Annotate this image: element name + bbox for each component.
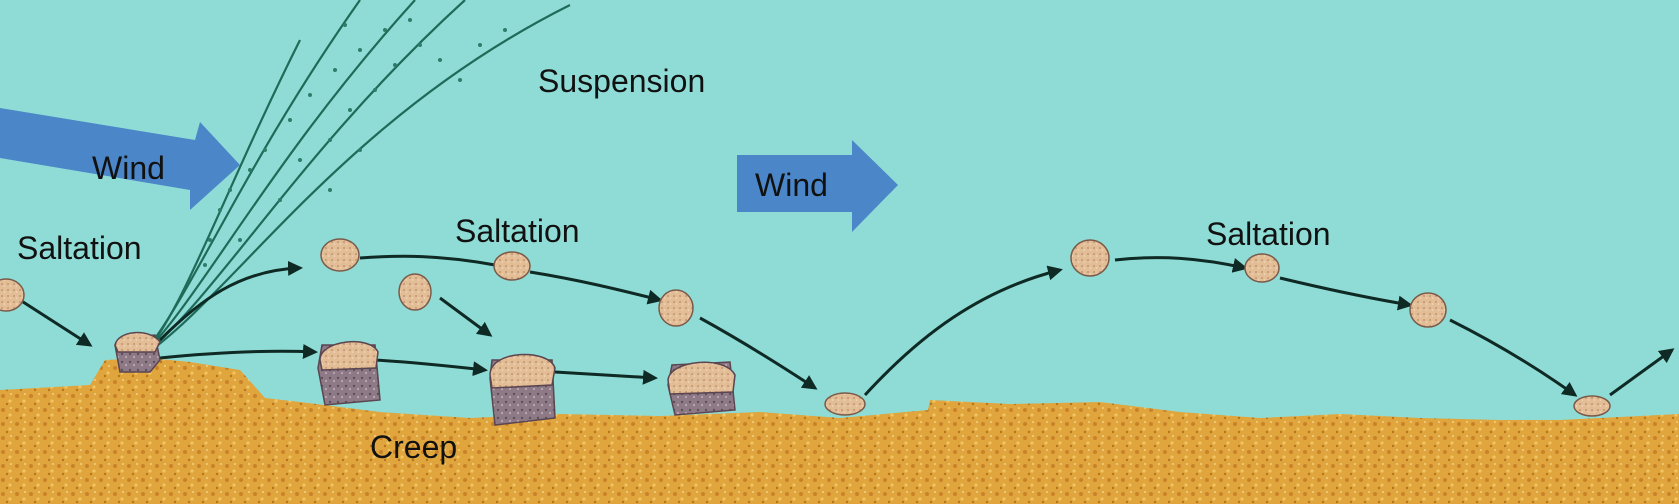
sand-grain-icon: [398, 273, 432, 311]
boulder-icon: [489, 353, 556, 426]
sand-grain-icon: [0, 278, 25, 312]
sand-grain-icon: [1573, 395, 1611, 417]
sand-grain-icon: [824, 392, 866, 416]
ground-surface: [0, 358, 1679, 504]
sand-grain-icon: [1070, 239, 1110, 277]
saltating-grains: [0, 238, 1611, 417]
suspension-dust: [203, 18, 507, 267]
saltation-label-left: Saltation: [17, 230, 142, 266]
trajectories: [19, 254, 1675, 397]
boulder-icon: [317, 340, 381, 406]
sand-grain-icon: [1244, 253, 1280, 283]
saltation-label-right: Saltation: [1206, 216, 1331, 252]
sand-grain-icon: [658, 289, 694, 327]
saltation-label-center: Saltation: [455, 213, 580, 249]
sand-grain-icon: [320, 238, 360, 272]
boulder-icon: [667, 361, 736, 416]
creep-label: Creep: [370, 429, 457, 465]
wind-arrow-icon: [737, 140, 898, 232]
wind-label-center: Wind: [755, 167, 828, 203]
suspension-label: Suspension: [538, 63, 705, 99]
creep-boulders: [114, 331, 736, 426]
sand-grain-icon: [1409, 292, 1447, 328]
wind-arrow-icon: [0, 108, 240, 210]
sand-grain-icon: [493, 251, 531, 281]
wind-label-left: Wind: [92, 150, 165, 186]
boulder-icon: [114, 331, 161, 373]
